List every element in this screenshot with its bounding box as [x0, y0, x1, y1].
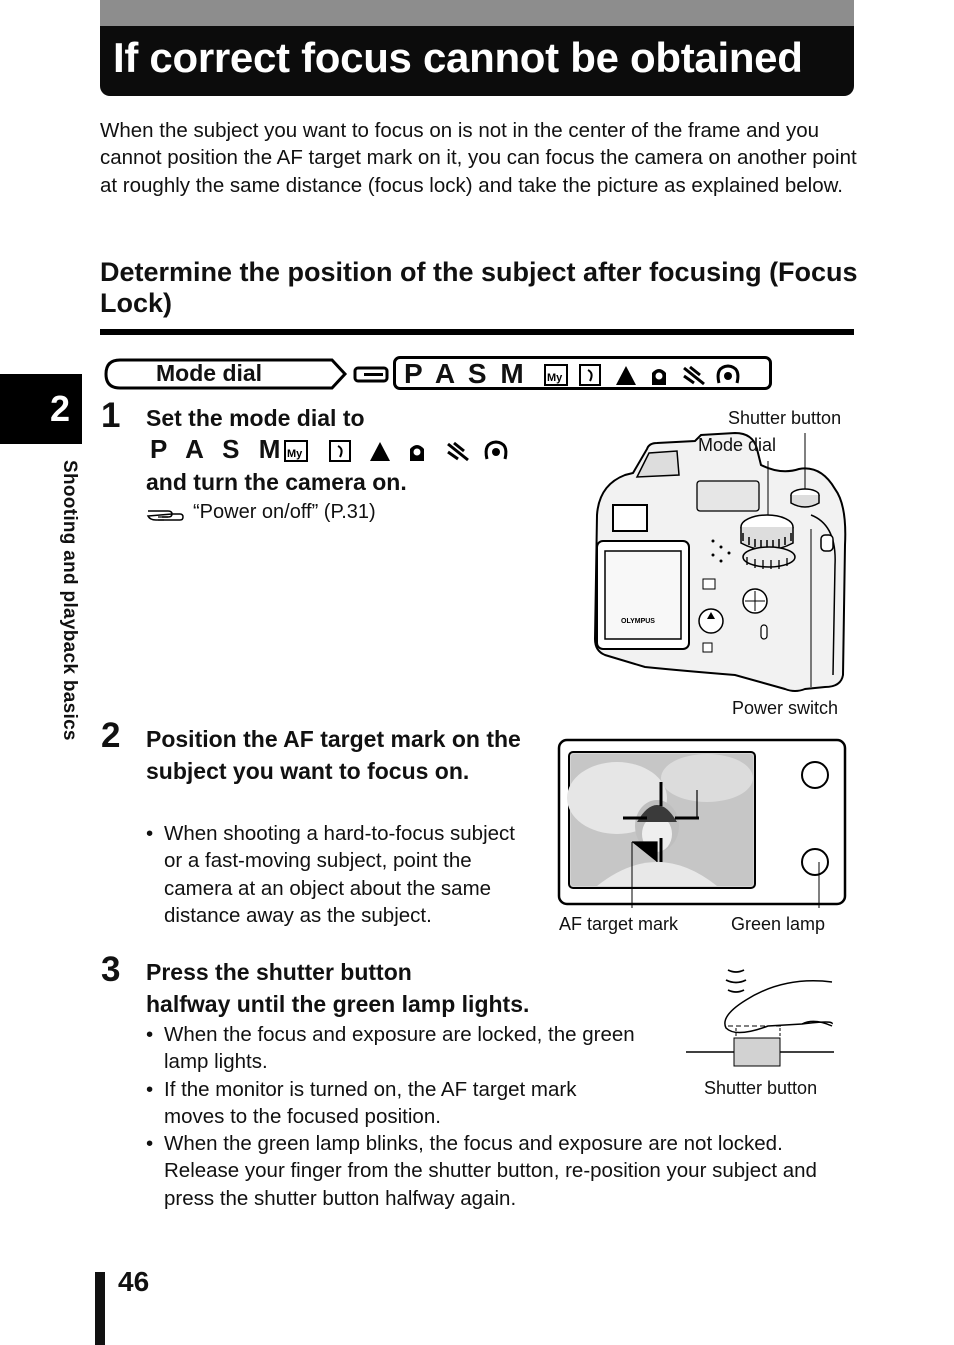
chapter-tab: 2	[0, 374, 82, 444]
pointing-hand-icon	[146, 510, 184, 521]
step-3-number: 3	[101, 950, 121, 989]
viewfinder-illustration	[557, 738, 847, 908]
section-rule	[100, 329, 854, 335]
scene-mode-icons: My	[544, 364, 740, 386]
label-shutter-button: Shutter button	[728, 408, 842, 428]
step-3-bullets-b: When the green lamp blinks, the focus an…	[146, 1130, 858, 1212]
step-1-line1: Set the mode dial to	[146, 405, 365, 431]
chapter-number: 2	[50, 388, 71, 429]
step-1-line3: and turn the camera on.	[146, 469, 407, 495]
mode-pill-shape	[104, 358, 348, 390]
step-1-scene-icons: My	[284, 440, 508, 462]
intro-paragraph: When the subject you want to focus on is…	[100, 119, 857, 197]
step-2-number: 2	[101, 716, 121, 755]
label-press-shutter-button: Shutter button	[704, 1078, 818, 1098]
mode-dial-label: Mode dial	[156, 360, 263, 386]
step-3-heading-line2: halfway until the green lamp lights.	[146, 991, 530, 1017]
page-number: 46	[118, 1266, 150, 1297]
title-bar: If correct focus cannot be obtained	[100, 0, 854, 96]
label-green-lamp: Green lamp	[731, 914, 826, 934]
mode-letters: P A S M	[404, 358, 527, 389]
step-1-number: 1	[101, 396, 121, 435]
arrow-icon	[353, 366, 389, 383]
step-2-bullet: When shooting a hard-to-focus subject or…	[146, 820, 538, 929]
chapter-label: Shooting and playback basics	[59, 460, 80, 741]
svg-text:My: My	[287, 448, 303, 460]
svg-text:My: My	[547, 372, 563, 384]
step-1-modes: P A S M My	[150, 434, 520, 468]
page-number-bar	[95, 1272, 105, 1345]
page-title: If correct focus cannot be obtained	[113, 34, 803, 81]
section-heading: Determine the position of the subject af…	[100, 257, 858, 318]
label-mode-dial: Mode dial	[698, 435, 777, 455]
shutter-press-illustration	[686, 969, 834, 1067]
step-3-bullet-3: When the green lamp blinks, the focus an…	[146, 1130, 858, 1212]
step-3-bullets-a: When the focus and exposure are locked, …	[146, 1021, 636, 1130]
reference-text: “Power on/off” (P.31)	[193, 501, 376, 523]
mode-dial-pill: Mode dial	[104, 358, 348, 390]
title-stripe	[100, 0, 854, 26]
step-3-bullet-2: If the monitor is turned on, the AF targ…	[146, 1076, 636, 1131]
camera-brand: OLYMPUS	[621, 618, 655, 625]
label-af-target-mark: AF target mark	[559, 914, 679, 934]
step-2-bullets: When shooting a hard-to-focus subject or…	[146, 820, 538, 929]
mode-dial-options: P A S M My	[393, 356, 772, 390]
camera-illustration: OLYMPUS	[593, 431, 847, 692]
step-3-bullet-1: When the focus and exposure are locked, …	[146, 1021, 636, 1076]
step-1-mode-letters: P A S M	[150, 434, 287, 464]
step-2-heading: Position the AF target mark on the subje…	[146, 726, 521, 784]
label-power-switch: Power switch	[732, 698, 839, 718]
step-3-heading-line1: Press the shutter button	[146, 959, 412, 985]
